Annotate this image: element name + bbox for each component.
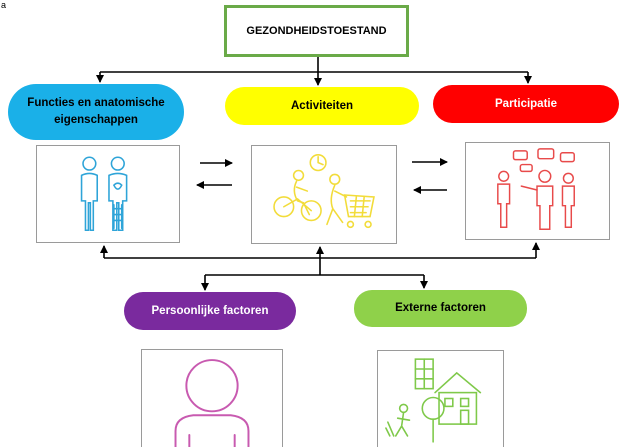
participation-pill: Participatie <box>433 85 619 123</box>
personal-factors-image <box>141 349 283 447</box>
functions-label-line2: eigenschappen <box>54 114 138 126</box>
environment-icon <box>385 358 482 443</box>
external-factors-pill: Externe factoren <box>354 290 527 327</box>
corner-label: a <box>1 0 7 10</box>
activities-image <box>251 145 397 244</box>
participation-image <box>465 142 610 240</box>
functions-image <box>36 145 180 243</box>
external-factors-image <box>377 350 504 447</box>
health-condition-box: GEZONDHEIDSTOESTAND <box>224 5 409 57</box>
people-talking-icon <box>497 148 575 230</box>
activities-icon <box>273 154 375 229</box>
personal-factors-pill: Persoonlijke factoren <box>124 292 296 330</box>
activities-pill: Activiteiten <box>225 87 419 125</box>
body-anatomy-icon <box>80 156 128 232</box>
person-icon <box>174 359 250 447</box>
functions-pill: Functies en anatomische eigenschappen <box>8 84 184 140</box>
functions-label-line1: Functies en anatomische <box>27 97 165 110</box>
